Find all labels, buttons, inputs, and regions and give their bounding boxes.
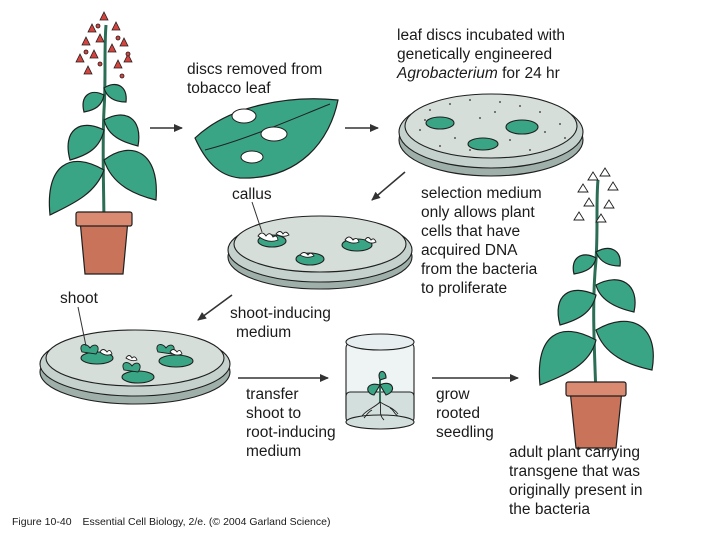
label-line: to proliferate: [421, 280, 508, 297]
label-line: medium: [236, 324, 292, 341]
flower-cluster-left: [75, 11, 133, 79]
label-line: tobacco leaf: [187, 80, 271, 97]
label-shoot-medium: shoot-inducing medium: [230, 304, 331, 342]
flower-cluster-right: [573, 167, 619, 223]
label-line: transfer: [246, 386, 299, 403]
label-line: discs removed from: [187, 61, 323, 78]
label-line: adult plant carrying: [509, 444, 640, 461]
jar-seedling: [345, 333, 415, 430]
label-transfer: transfer shoot to root-inducing medium: [246, 385, 336, 461]
label-line: shoot to: [246, 405, 302, 422]
label-line: callus: [232, 186, 272, 203]
label-line: grow: [436, 386, 470, 403]
label-line: Agrobacterium for 24 hr: [397, 64, 565, 83]
label-line: root-inducing: [246, 424, 336, 441]
caption-source: Essential Cell Biology, 2/e. (© 2004 Gar…: [82, 516, 331, 528]
arrow-callus-to-shoot: [197, 294, 233, 321]
label-line: leaf discs incubated with: [397, 27, 566, 44]
process-arrows: [150, 124, 519, 382]
label-selection: selection medium only allows plant cells…: [421, 184, 542, 298]
label-line: transgene that was: [509, 463, 640, 480]
callus-pointer: [251, 201, 263, 233]
label-grow: grow rooted seedling: [436, 385, 494, 442]
agrobacterium-italic: Agrobacterium: [397, 65, 498, 82]
label-line: originally present in: [509, 482, 643, 499]
label-line-rest: for 24 hr: [497, 65, 560, 82]
label-line: the bacteria: [509, 501, 590, 518]
dish-callus: [227, 215, 413, 290]
label-discs-removed: discs removed from tobacco leaf: [187, 60, 322, 98]
label-line: selection medium: [421, 185, 542, 202]
label-line: from the bacteria: [421, 261, 538, 278]
leaf-with-discs: [194, 98, 339, 179]
label-line: shoot: [60, 290, 98, 307]
label-adult-plant: adult plant carrying transgene that was …: [509, 443, 643, 519]
adult-plant-right: [538, 167, 654, 449]
label-line: acquired DNA: [421, 242, 518, 259]
figure-caption: Figure 10-40 Essential Cell Biology, 2/e…: [12, 516, 330, 528]
label-callus: callus: [232, 185, 272, 204]
dish-shoots: [39, 329, 231, 405]
shoot-pointer: [77, 306, 87, 347]
caption-figure-number: Figure 10-40: [12, 516, 72, 528]
tobacco-plant-left: [48, 11, 157, 275]
label-line: medium: [246, 443, 302, 460]
label-line: only allows plant: [421, 204, 535, 221]
dish-agrobacterium: [398, 93, 584, 177]
label-line: cells that have: [421, 223, 521, 240]
arrow-dish-to-callus: [371, 171, 406, 201]
label-line: genetically engineered: [397, 46, 553, 63]
label-line: rooted: [436, 405, 480, 422]
label-shoot: shoot: [60, 289, 98, 308]
label-leaf-discs: leaf discs incubated with genetically en…: [397, 26, 565, 83]
label-line: shoot-inducing: [230, 305, 331, 322]
label-line: seedling: [436, 424, 494, 441]
